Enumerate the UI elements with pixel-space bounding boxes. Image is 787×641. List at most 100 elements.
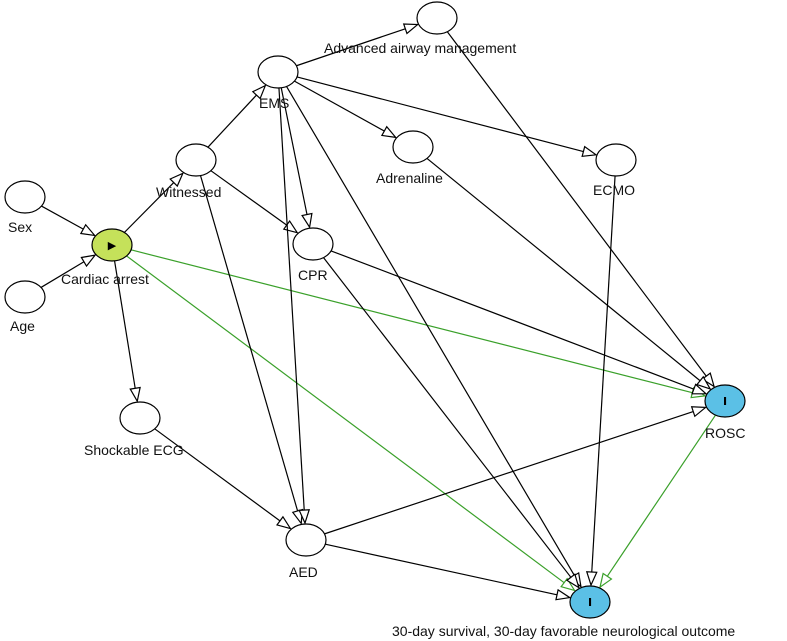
node-label: EMS bbox=[259, 95, 289, 111]
arrowhead-icon bbox=[276, 515, 292, 530]
node-ellipse[interactable] bbox=[392, 130, 434, 164]
edge-line bbox=[426, 157, 701, 382]
edge-aed-to-survival bbox=[325, 543, 572, 601]
outcome-marker-icon: I bbox=[723, 395, 727, 408]
arrowhead-icon bbox=[565, 573, 580, 589]
edge-line bbox=[294, 80, 385, 132]
node-label: Adrenaline bbox=[376, 170, 443, 186]
edge-ems-to-aed bbox=[278, 87, 311, 525]
arrowhead-icon bbox=[380, 125, 398, 139]
node-ems[interactable]: EMS bbox=[257, 55, 299, 111]
edge-line bbox=[278, 87, 305, 511]
edge-cpr-to-survival bbox=[323, 257, 580, 589]
edge-ems-to-survival bbox=[286, 86, 582, 589]
edge-line bbox=[207, 94, 257, 148]
edge-line bbox=[126, 255, 565, 584]
edge-line bbox=[323, 257, 572, 578]
node-label: AED bbox=[289, 564, 318, 580]
arrowhead-icon bbox=[581, 145, 598, 158]
edge-cardiac-to-witnessed bbox=[123, 172, 185, 233]
arrowhead-icon bbox=[555, 588, 572, 601]
node-label: Sex bbox=[8, 219, 32, 235]
edge-line bbox=[280, 87, 308, 215]
arrowhead-icon bbox=[701, 372, 716, 388]
node-adrenaline[interactable]: Adrenaline bbox=[376, 130, 443, 186]
edge-sex-to-cardiac bbox=[41, 205, 97, 237]
node-ellipse[interactable] bbox=[119, 401, 161, 435]
edge-cardiac-to-survival bbox=[126, 255, 576, 592]
node-label: CPR bbox=[298, 267, 328, 283]
node-cpr[interactable]: CPR bbox=[292, 227, 334, 283]
edge-aed-to-rosc bbox=[324, 406, 708, 535]
arrowhead-icon bbox=[251, 84, 267, 100]
node-ellipse[interactable] bbox=[416, 1, 458, 35]
node-label: Cardiac arrest bbox=[61, 271, 149, 287]
edge-airway-to-rosc bbox=[446, 31, 716, 388]
edge-rosc-to-survival bbox=[599, 414, 717, 589]
node-label: Advanced airway management bbox=[324, 40, 516, 56]
edge-line bbox=[286, 86, 575, 576]
node-ecmo[interactable]: ECMO bbox=[593, 143, 637, 198]
edge-age-to-cardiac bbox=[40, 254, 97, 288]
arrowhead-icon bbox=[169, 172, 185, 188]
node-ellipse[interactable] bbox=[285, 523, 327, 557]
outcome-marker-icon: I bbox=[588, 596, 592, 609]
edge-ems-to-cpr bbox=[280, 87, 313, 229]
edge-line bbox=[210, 170, 288, 226]
node-label: Age bbox=[10, 318, 35, 334]
node-ellipse[interactable] bbox=[704, 384, 746, 418]
node-ellipse[interactable] bbox=[175, 143, 217, 177]
node-label: 30-day survival, 30-day favorable neurol… bbox=[392, 623, 735, 639]
edge-line bbox=[324, 410, 694, 535]
node-ellipse[interactable] bbox=[91, 228, 133, 262]
edge-line bbox=[40, 261, 85, 288]
edge-line bbox=[591, 175, 616, 573]
node-label: ROSC bbox=[705, 425, 745, 441]
node-label: Witnessed bbox=[156, 184, 221, 200]
edge-ems-to-adrenaline bbox=[294, 80, 398, 139]
edge-ems-to-airway bbox=[296, 23, 420, 67]
edge-line bbox=[606, 414, 717, 577]
exposure-marker-icon: ▶ bbox=[108, 239, 117, 252]
arrowhead-icon bbox=[298, 509, 311, 525]
arrowhead-icon bbox=[282, 220, 299, 234]
arrowhead-icon bbox=[690, 406, 708, 418]
edge-line bbox=[325, 543, 558, 596]
node-ellipse[interactable] bbox=[569, 585, 611, 619]
edge-line bbox=[154, 428, 281, 522]
edge-line bbox=[130, 249, 693, 394]
node-sex[interactable]: Sex bbox=[4, 180, 46, 235]
node-ellipse[interactable] bbox=[4, 280, 46, 314]
edge-witnessed-to-ems bbox=[207, 84, 267, 148]
node-rosc[interactable]: I ROSC bbox=[704, 384, 746, 441]
edge-ems-to-ecmo bbox=[296, 76, 598, 158]
node-shockable[interactable]: Shockable ECG bbox=[84, 401, 184, 458]
edge-line bbox=[330, 250, 695, 390]
edge-line bbox=[113, 260, 136, 389]
edge-line bbox=[199, 175, 299, 512]
node-airway[interactable]: Advanced airway management bbox=[324, 1, 516, 56]
node-witnessed[interactable]: Witnessed bbox=[156, 143, 221, 200]
node-aed[interactable]: AED bbox=[285, 523, 327, 580]
node-survival[interactable]: I 30-day survival, 30-day favorable neuro… bbox=[392, 585, 735, 639]
arrowhead-icon bbox=[301, 212, 313, 229]
edge-adrenaline-to-rosc bbox=[426, 157, 712, 391]
edge-shockable-to-aed bbox=[154, 428, 292, 530]
node-ellipse[interactable] bbox=[257, 55, 299, 89]
node-ellipse[interactable] bbox=[4, 180, 46, 214]
edge-line bbox=[296, 28, 406, 67]
edge-line bbox=[123, 182, 175, 233]
arrowhead-icon bbox=[599, 572, 613, 589]
edge-ecmo-to-survival bbox=[585, 175, 616, 587]
edge-line bbox=[41, 205, 84, 230]
node-label: ECMO bbox=[593, 182, 635, 198]
arrowhead-icon bbox=[585, 571, 598, 587]
node-cardiac[interactable]: ▶ Cardiac arrest bbox=[61, 228, 149, 287]
arrowhead-icon bbox=[695, 375, 712, 391]
arrowhead-icon bbox=[80, 254, 97, 268]
node-ellipse[interactable] bbox=[595, 143, 637, 177]
node-ellipse[interactable] bbox=[292, 227, 334, 261]
node-age[interactable]: Age bbox=[4, 280, 46, 334]
arrowhead-icon bbox=[402, 23, 420, 35]
